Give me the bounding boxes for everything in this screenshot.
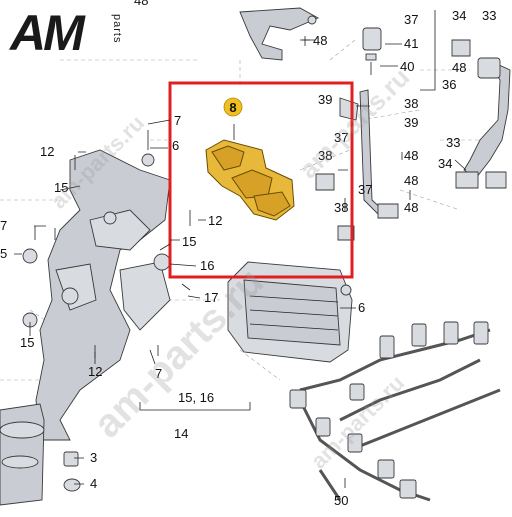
label-7-c: 7 bbox=[155, 366, 162, 381]
label-39-a: 39 bbox=[318, 92, 332, 107]
label-40: 40 bbox=[400, 59, 414, 74]
right-pipes bbox=[315, 27, 511, 241]
module-part-6 bbox=[227, 261, 353, 363]
label-4: 4 bbox=[90, 476, 97, 491]
logo-main-text: AM bbox=[10, 5, 85, 61]
label-12-a: 12 bbox=[40, 144, 54, 159]
label-38-c: 38 bbox=[334, 200, 348, 215]
label-15-a: 15 bbox=[54, 180, 68, 195]
label-37: 37 bbox=[404, 12, 418, 27]
label-6-a: 6 bbox=[172, 138, 179, 153]
label-7-b: 7 bbox=[0, 218, 7, 233]
label-16: 16 bbox=[200, 258, 214, 273]
label-38-b: 38 bbox=[318, 148, 332, 163]
label-38-a: 38 bbox=[404, 96, 418, 111]
label-50: 50 bbox=[334, 493, 348, 508]
highlighted-part-8 bbox=[205, 124, 295, 221]
label-33: 33 bbox=[482, 8, 496, 23]
leader-lines bbox=[14, 10, 467, 488]
logo-side-text: parts bbox=[111, 14, 123, 44]
highlight-frame bbox=[168, 81, 354, 279]
label-34-b: 34 bbox=[438, 156, 452, 171]
label-5: 5 bbox=[0, 246, 7, 261]
label-37-c: 37 bbox=[358, 182, 372, 197]
label-17: 17 bbox=[204, 290, 218, 305]
label-48-c: 48 bbox=[404, 148, 418, 163]
watermark-2: am-parts.ru bbox=[293, 62, 415, 184]
dashed-guides bbox=[0, 39, 500, 381]
label-39-b: 39 bbox=[404, 115, 418, 130]
label-48-e: 48 bbox=[404, 200, 418, 215]
callout-8-label: 8 bbox=[229, 100, 236, 115]
label-15-c: 15 bbox=[20, 335, 34, 350]
label-34: 34 bbox=[452, 8, 466, 23]
label-48-d: 48 bbox=[404, 173, 418, 188]
label-33-b: 33 bbox=[446, 135, 460, 150]
label-7-a: 7 bbox=[174, 113, 181, 128]
label-14: 14 bbox=[174, 426, 188, 441]
label-15-b: 15 bbox=[182, 234, 196, 249]
bottom-left-cylinder bbox=[0, 403, 81, 506]
label-36: 36 bbox=[442, 77, 456, 92]
label-6-b: 6 bbox=[358, 300, 365, 315]
label-48: 48 bbox=[313, 33, 327, 48]
label-12-b: 12 bbox=[208, 213, 222, 228]
am-parts-logo: AM parts bbox=[10, 5, 140, 61]
label-3: 3 bbox=[90, 450, 97, 465]
top-pipe-part bbox=[239, 7, 320, 61]
label-15-16: 15, 16 bbox=[178, 390, 214, 405]
wiring-harness-50 bbox=[289, 321, 501, 502]
callout-badge-8 bbox=[223, 97, 243, 117]
label-41: 41 bbox=[404, 36, 418, 51]
label-12-c: 12 bbox=[88, 364, 102, 379]
label-48-b: 48 bbox=[452, 60, 466, 75]
label-48-partial: 48 bbox=[134, 0, 148, 8]
label-37-b: 37 bbox=[334, 130, 348, 145]
left-bracket-assembly bbox=[22, 130, 191, 441]
